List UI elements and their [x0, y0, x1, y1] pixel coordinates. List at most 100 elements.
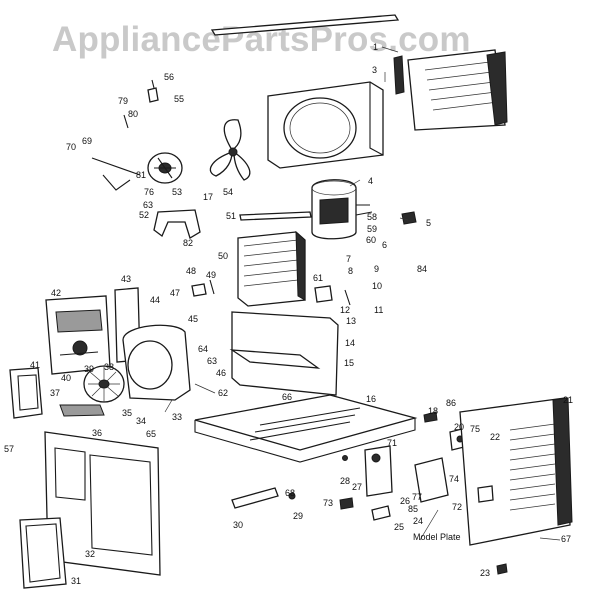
label-79: 79 — [118, 96, 128, 106]
label-40: 40 — [61, 373, 71, 383]
label-13: 13 — [346, 316, 356, 326]
mounting-strip[interactable] — [231, 487, 279, 509]
blower-wheel[interactable] — [83, 365, 125, 403]
model-plate-label: Model Plate — [413, 532, 461, 542]
label-55: 55 — [174, 94, 184, 104]
label-63a: 63 — [143, 200, 153, 210]
label-24: 24 — [413, 516, 423, 526]
label-56: 56 — [164, 72, 174, 82]
label-8: 8 — [348, 266, 353, 276]
label-70: 70 — [66, 142, 76, 152]
label-23: 23 — [480, 568, 490, 578]
label-46: 46 — [216, 368, 226, 378]
fan-motor[interactable] — [147, 152, 183, 184]
label-41: 41 — [30, 360, 40, 370]
fastener-parts[interactable] — [288, 411, 508, 575]
label-20: 20 — [454, 422, 464, 432]
terminal-block[interactable] — [191, 279, 215, 297]
label-4: 4 — [368, 176, 373, 186]
base-pan[interactable] — [194, 394, 418, 463]
label-76: 76 — [144, 187, 154, 197]
label-42: 42 — [51, 288, 61, 298]
label-63b: 63 — [207, 356, 217, 366]
label-34: 34 — [136, 416, 146, 426]
label-71: 71 — [387, 438, 397, 448]
label-11: 11 — [374, 305, 383, 315]
label-73: 73 — [323, 498, 333, 508]
label-36: 36 — [92, 428, 102, 438]
motor-capacitor[interactable] — [147, 79, 159, 103]
label-52: 52 — [139, 210, 149, 220]
partition-panel[interactable] — [229, 311, 339, 396]
label-84: 84 — [417, 264, 427, 274]
overload-protector[interactable] — [401, 211, 417, 225]
label-1: 1 — [373, 42, 378, 52]
label-37: 37 — [50, 388, 60, 398]
thermostat-switch[interactable] — [414, 457, 449, 503]
start-relay[interactable] — [314, 285, 351, 306]
label-16: 16 — [366, 394, 376, 404]
compressor[interactable] — [311, 179, 373, 240]
label-69: 69 — [82, 136, 92, 146]
label-50: 50 — [218, 251, 228, 261]
label-38: 38 — [104, 362, 114, 372]
label-15: 15 — [344, 358, 354, 368]
front-grille-frame[interactable] — [19, 517, 67, 589]
label-17: 17 — [203, 192, 213, 202]
label-48: 48 — [186, 266, 196, 276]
label-28: 28 — [340, 476, 350, 486]
motor-mount-bracket[interactable] — [153, 209, 201, 239]
condenser-fan-blade[interactable] — [209, 119, 251, 181]
label-9: 9 — [374, 264, 379, 274]
label-3: 3 — [372, 65, 377, 75]
control-bracket[interactable] — [364, 445, 393, 497]
label-86: 86 — [446, 398, 456, 408]
control-box[interactable] — [45, 295, 111, 375]
label-58: 58 — [367, 212, 377, 222]
condenser-shroud[interactable] — [267, 81, 384, 169]
label-67: 67 — [561, 534, 571, 544]
label-51: 51 — [226, 211, 236, 221]
top-cover[interactable] — [210, 14, 400, 36]
label-45: 45 — [188, 314, 198, 324]
inlet-ring[interactable] — [9, 367, 43, 419]
label-66: 66 — [282, 392, 292, 402]
label-12: 12 — [340, 305, 350, 315]
label-29: 29 — [293, 511, 303, 521]
support-rail[interactable] — [239, 211, 312, 221]
label-77: 77 — [412, 492, 422, 502]
motor-mount-rod[interactable] — [91, 114, 141, 191]
label-44: 44 — [150, 295, 160, 305]
cabinet-side-panel[interactable] — [459, 397, 573, 546]
label-80: 80 — [128, 109, 138, 119]
label-75: 75 — [470, 424, 480, 434]
label-7: 7 — [346, 254, 351, 264]
label-18: 18 — [428, 406, 438, 416]
label-54: 54 — [223, 187, 233, 197]
side-bracket[interactable] — [393, 55, 405, 95]
filter[interactable] — [59, 404, 105, 417]
label-65: 65 — [146, 429, 156, 439]
front-panel[interactable] — [44, 431, 161, 576]
label-85: 85 — [408, 504, 418, 514]
label-62: 62 — [218, 388, 228, 398]
label-21: 21 — [563, 395, 573, 405]
label-35: 35 — [122, 408, 132, 418]
label-26: 26 — [400, 496, 410, 506]
label-30: 30 — [233, 520, 243, 530]
condenser-coil[interactable] — [237, 230, 306, 307]
label-49: 49 — [206, 270, 216, 280]
label-72: 72 — [452, 502, 462, 512]
label-64: 64 — [198, 344, 208, 354]
label-6: 6 — [382, 240, 387, 250]
blower-housing[interactable] — [122, 324, 191, 401]
label-57: 57 — [4, 444, 14, 454]
rear-grille[interactable] — [407, 49, 508, 131]
label-74: 74 — [449, 474, 459, 484]
label-47: 47 — [170, 288, 180, 298]
label-32: 32 — [85, 549, 95, 559]
label-5: 5 — [426, 218, 431, 228]
label-43: 43 — [121, 274, 131, 284]
